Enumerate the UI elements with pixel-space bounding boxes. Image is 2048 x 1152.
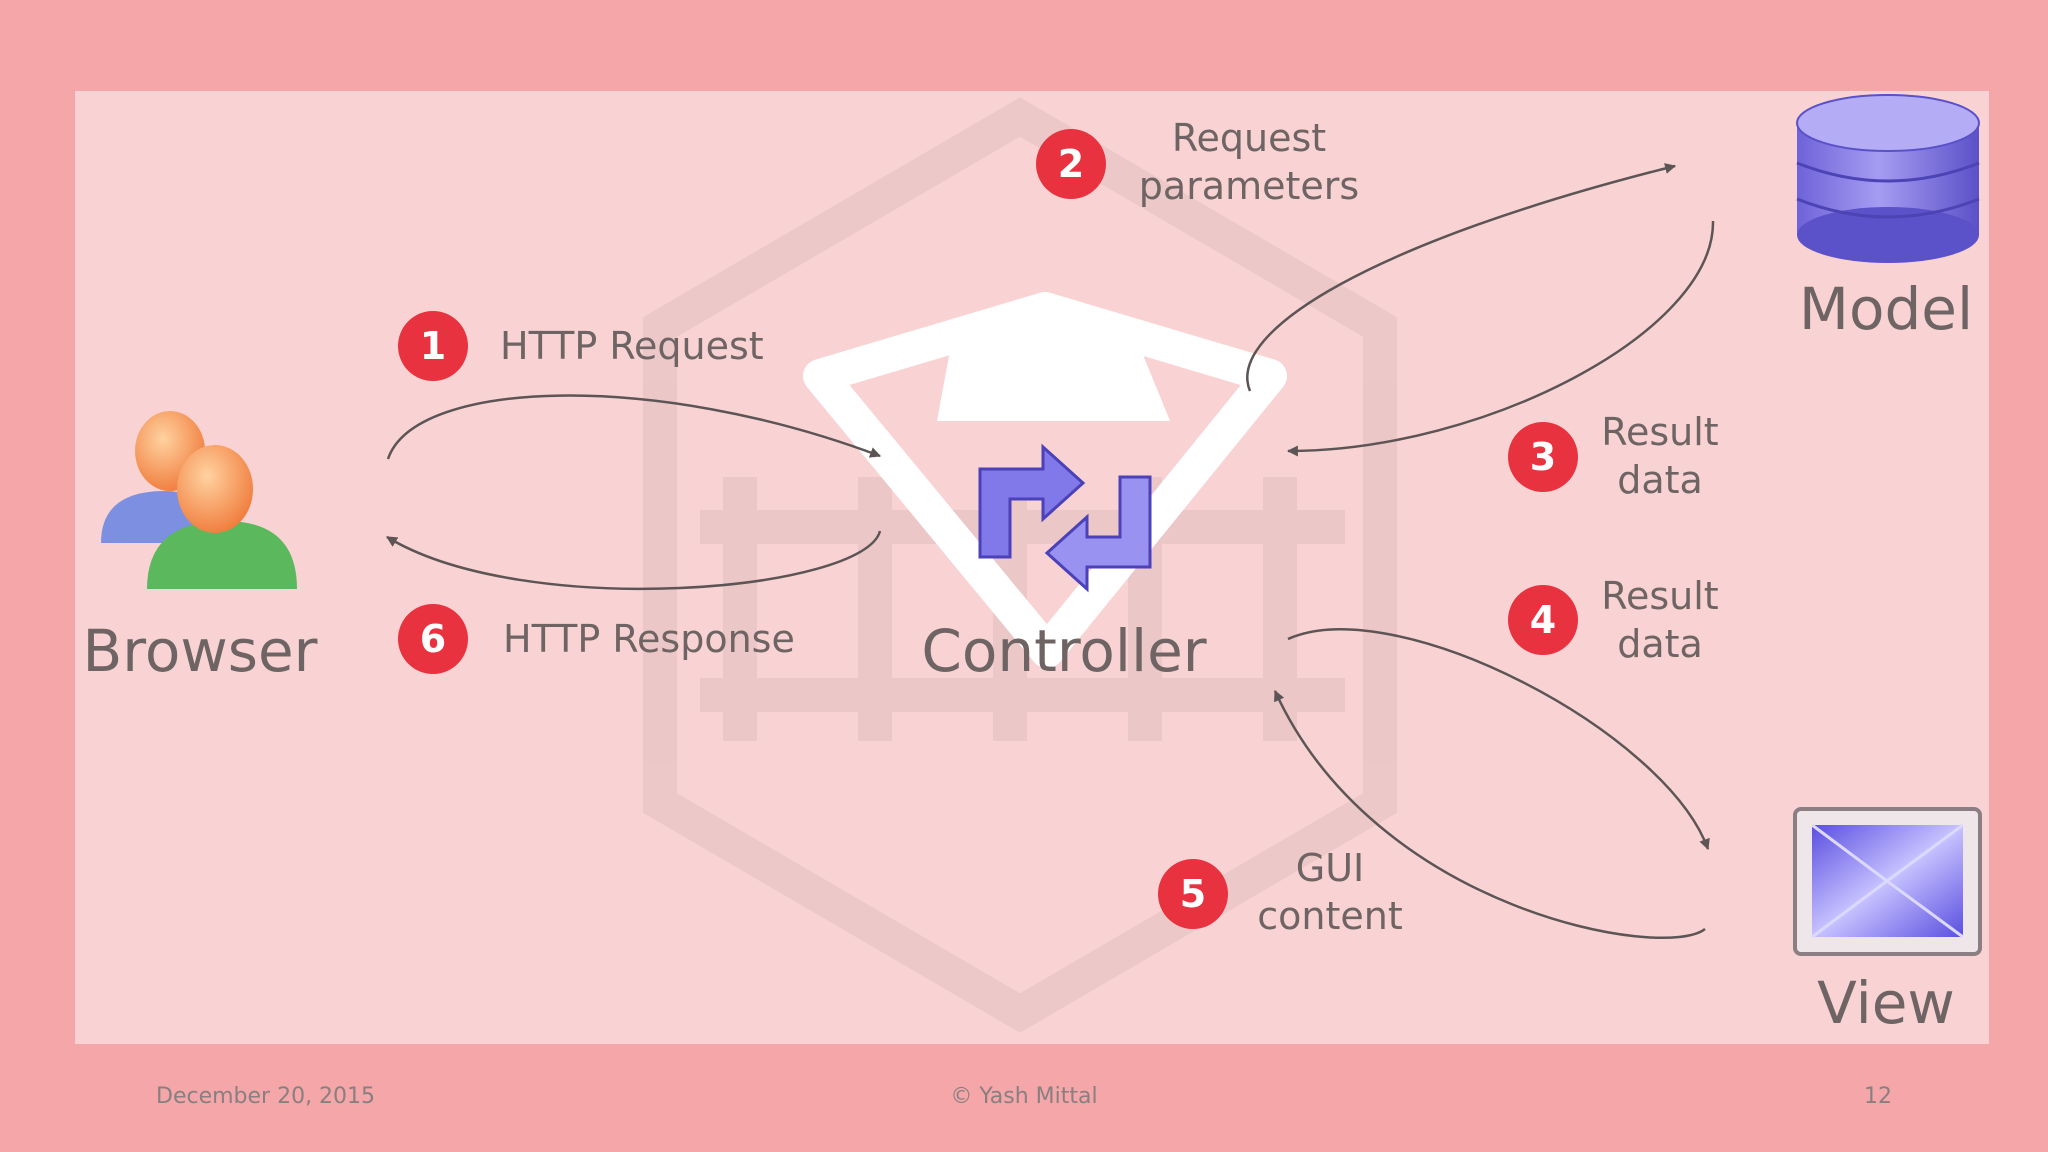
flow-arrows xyxy=(386,163,1715,939)
footer-author: © Yash Mittal xyxy=(950,1084,1098,1109)
page-number: 12 xyxy=(1864,1084,1892,1109)
step-badge-5: 5 xyxy=(1158,859,1228,929)
model-label: Model xyxy=(1799,275,1973,343)
footer-date: December 20, 2015 xyxy=(156,1084,376,1109)
arrow-request-parameters xyxy=(1246,163,1677,392)
arrow-result-data-model xyxy=(1286,220,1715,457)
step-label-content: content xyxy=(1257,894,1403,938)
arrow-gui-content xyxy=(1273,689,1706,939)
step-number: 1 xyxy=(420,324,446,368)
mvc-diagram: Browser Controller Model View 1 2 3 4 5 … xyxy=(75,91,1989,1044)
step-label-result: Result xyxy=(1601,410,1718,454)
watermark-logo xyxy=(643,97,1397,1033)
step-badge-2: 2 xyxy=(1036,129,1106,199)
step-badge-6: 6 xyxy=(398,604,468,674)
arrow-http-response xyxy=(386,530,882,590)
step-number: 6 xyxy=(420,617,446,661)
step-number: 4 xyxy=(1530,598,1556,642)
arrow-http-request xyxy=(386,394,882,460)
step-number: 5 xyxy=(1180,872,1206,916)
step-badges: 1 2 3 4 5 6 xyxy=(398,129,1578,929)
step-number: 2 xyxy=(1058,142,1084,186)
step-label-data: data xyxy=(1617,622,1703,666)
view-label: View xyxy=(1817,969,1955,1037)
step-label-result: Result xyxy=(1601,574,1718,618)
step-badge-4: 4 xyxy=(1508,585,1578,655)
step-badge-3: 3 xyxy=(1508,422,1578,492)
arrow-result-data-view xyxy=(1287,628,1710,851)
view-window-icon xyxy=(1793,807,1982,956)
model-database-icon xyxy=(1796,94,1980,263)
controller-icon xyxy=(978,443,1152,593)
browser-label: Browser xyxy=(82,617,317,685)
controller-diamond xyxy=(803,292,1287,668)
step-badge-1: 1 xyxy=(398,311,468,381)
step-label-request: Request xyxy=(1172,116,1326,160)
step-label-gui: GUI xyxy=(1296,846,1364,890)
browser-icon xyxy=(101,411,297,589)
controller-label: Controller xyxy=(921,617,1206,685)
step-label-parameters: parameters xyxy=(1139,164,1359,208)
step-label-http-response: HTTP Response xyxy=(503,617,795,661)
step-label-data: data xyxy=(1617,458,1703,502)
step-number: 3 xyxy=(1530,435,1556,479)
step-label-http-request: HTTP Request xyxy=(500,324,764,368)
